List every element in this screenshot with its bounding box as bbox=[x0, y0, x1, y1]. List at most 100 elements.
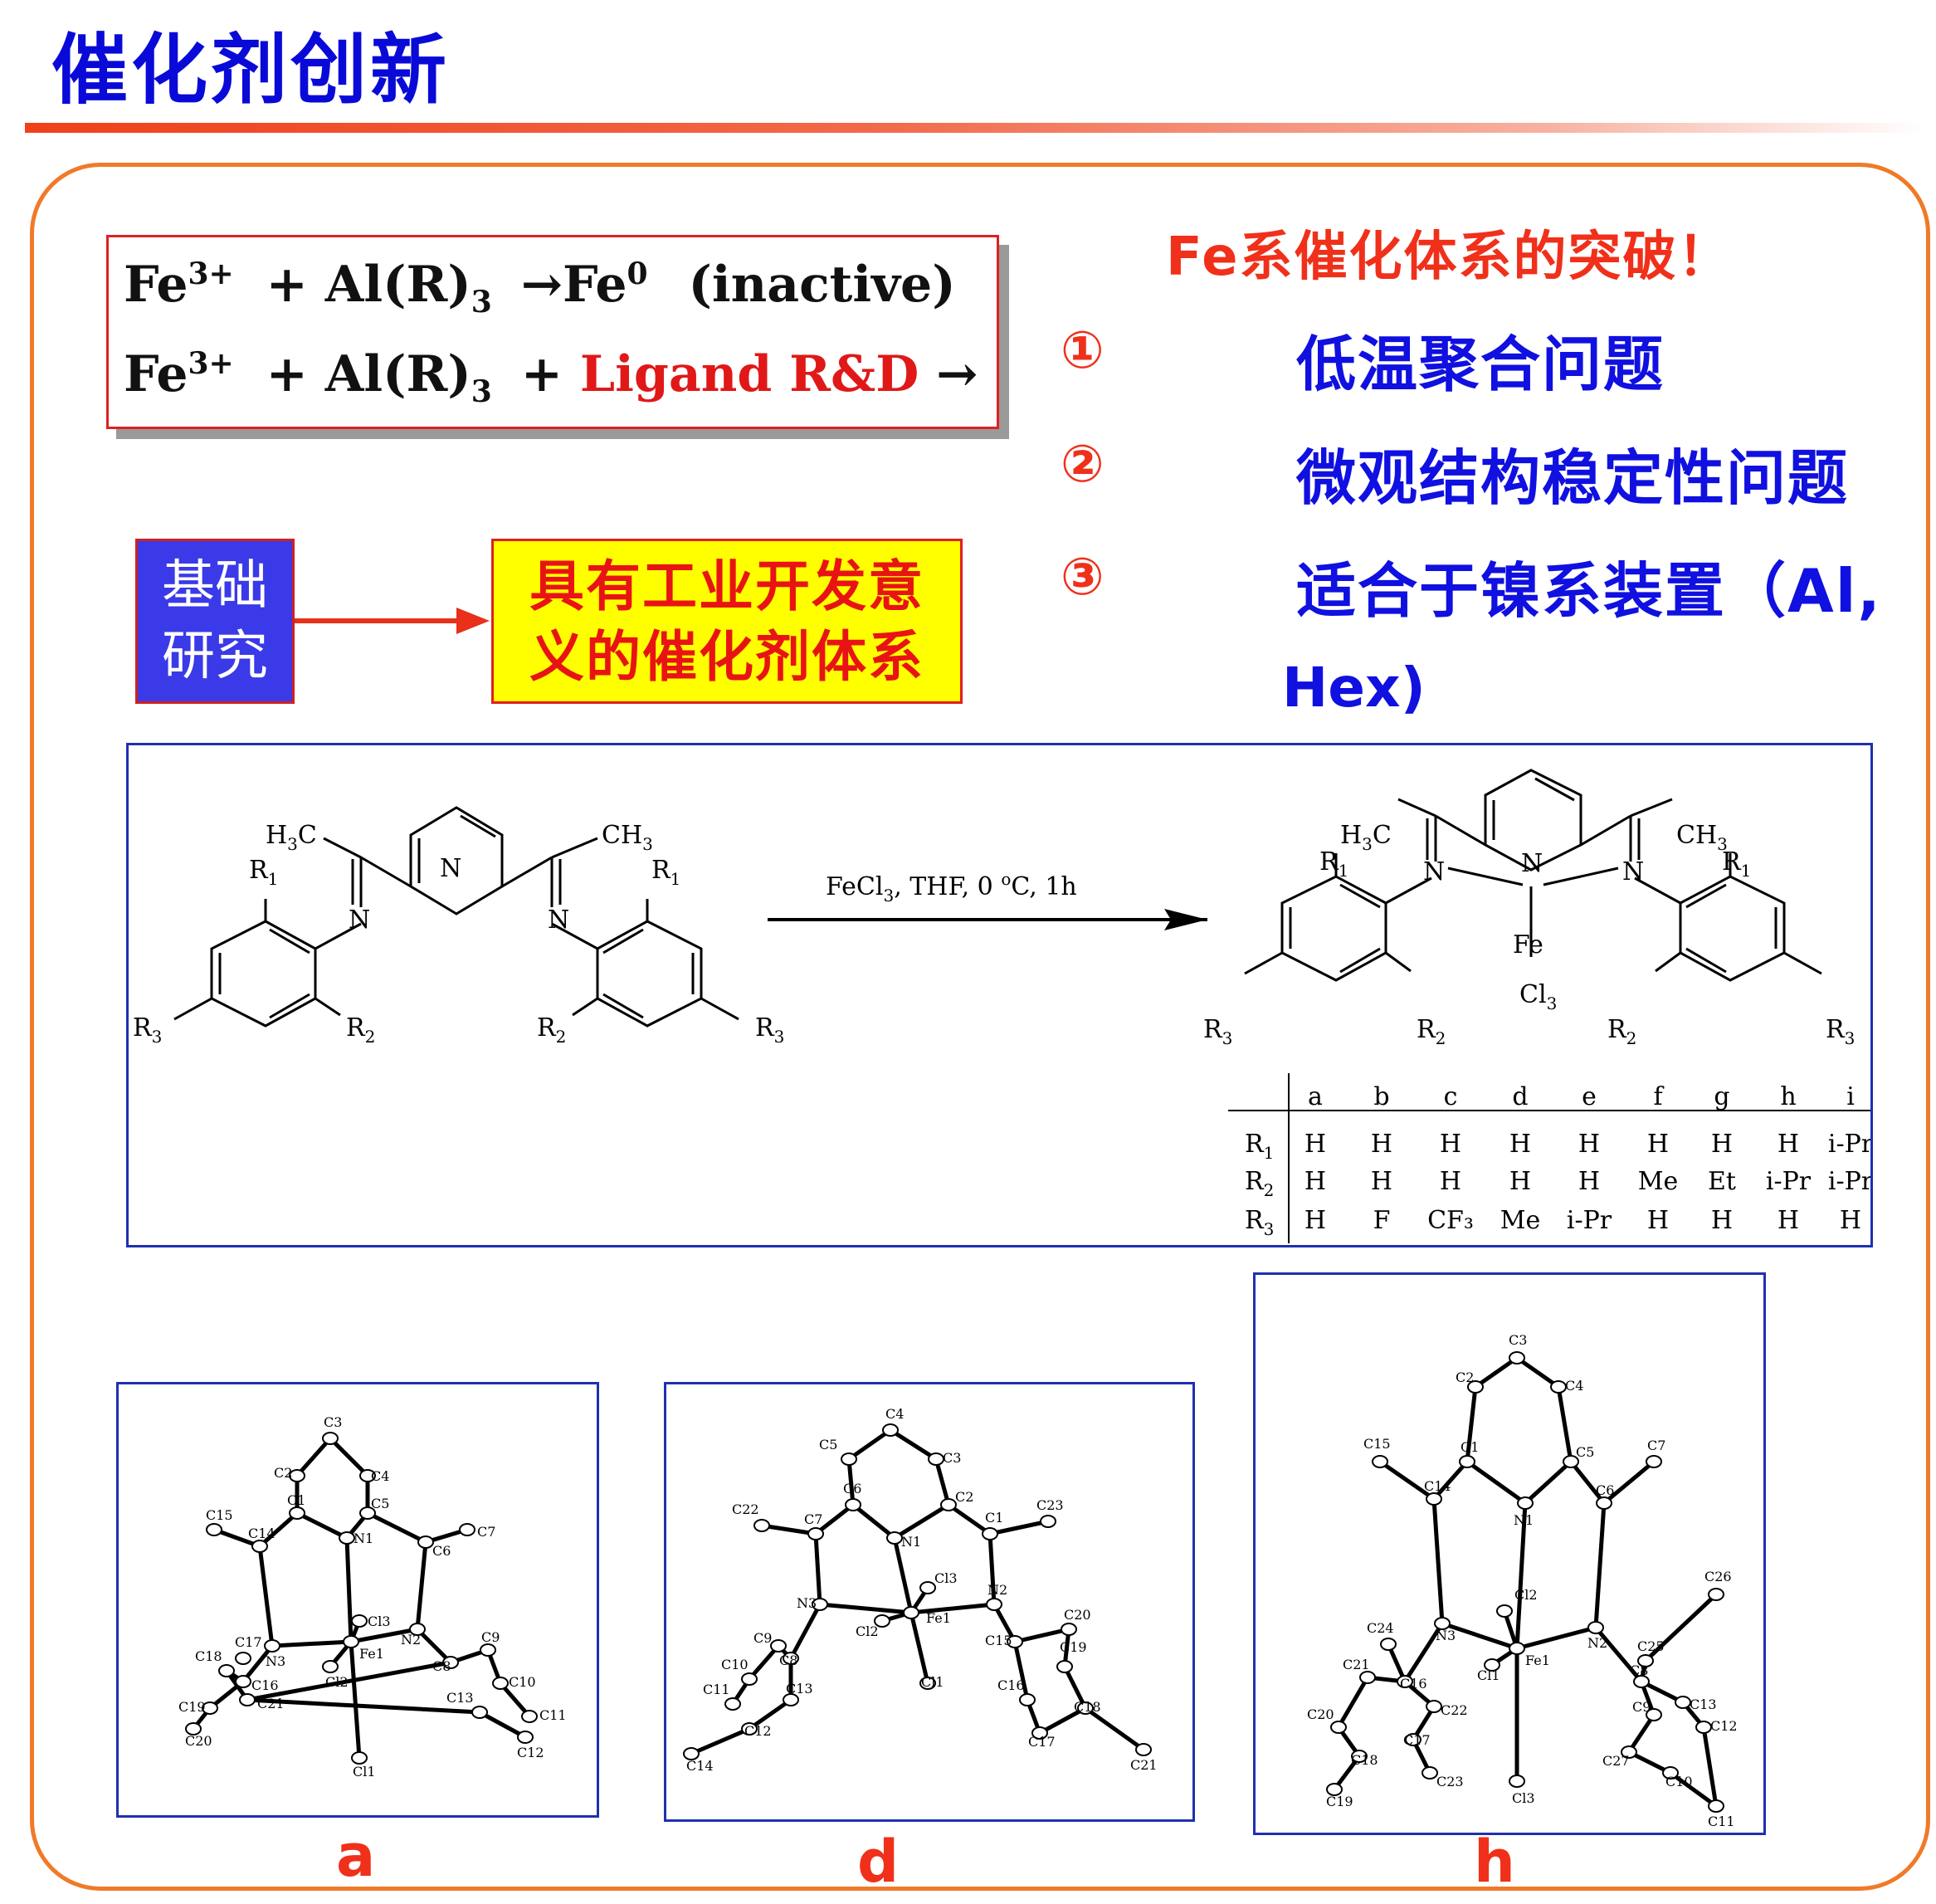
atom-ellipse bbox=[919, 1581, 936, 1594]
atom-ellipse bbox=[1517, 1496, 1534, 1510]
atom-label: Fe1 bbox=[359, 1646, 384, 1662]
atom-label: C20 bbox=[185, 1733, 212, 1749]
bond bbox=[1465, 1386, 1478, 1462]
bond bbox=[992, 1603, 1017, 1643]
ligand-n-left: N bbox=[349, 906, 370, 935]
complex-n-pyridine: N bbox=[1521, 849, 1543, 878]
bond bbox=[344, 1537, 354, 1643]
equation-1: Fe3+ + Al(R)3 →Fe0 (inactive) bbox=[124, 256, 956, 320]
atom-label: C2 bbox=[274, 1465, 292, 1481]
atom-label: C8 bbox=[432, 1658, 451, 1674]
atom-label: C16 bbox=[997, 1677, 1025, 1693]
atom-ellipse bbox=[1695, 1721, 1712, 1734]
atom-ellipse bbox=[289, 1506, 305, 1520]
atom-ellipse bbox=[1509, 1351, 1525, 1365]
atom-ellipse bbox=[1351, 1750, 1368, 1763]
atom-label: C11 bbox=[1708, 1814, 1735, 1829]
bond bbox=[819, 1602, 912, 1615]
bond bbox=[1593, 1502, 1607, 1628]
atom-ellipse bbox=[459, 1523, 475, 1536]
complex-ch3: CH3 bbox=[1676, 821, 1728, 854]
bond bbox=[910, 1602, 995, 1615]
bond bbox=[257, 1545, 275, 1647]
table-column-header: h bbox=[1780, 1082, 1796, 1111]
table-cell: H bbox=[1840, 1206, 1861, 1235]
bond bbox=[1014, 1627, 1070, 1644]
ligand-r3-right: R3 bbox=[755, 1013, 784, 1047]
complex-structure bbox=[1244, 769, 1822, 982]
atom-label: C23 bbox=[1036, 1497, 1064, 1513]
bond bbox=[989, 1519, 1049, 1536]
atom-ellipse bbox=[1484, 1658, 1500, 1672]
item-2-text: 微观结构稳定性问题 bbox=[1296, 443, 1850, 513]
complex-r2-right: R2 bbox=[1607, 1015, 1636, 1048]
arrow-right-icon bbox=[295, 608, 490, 634]
eq2-plus: + bbox=[520, 345, 563, 403]
atom-ellipse bbox=[807, 1527, 824, 1540]
bond bbox=[889, 1428, 938, 1462]
table-cell: H bbox=[1711, 1206, 1733, 1235]
atom-label: C4 bbox=[1565, 1378, 1583, 1394]
atom-label: C21 bbox=[1343, 1657, 1370, 1672]
eq2-reagent-sub: 3 bbox=[471, 374, 492, 409]
bond bbox=[241, 1644, 274, 1683]
atom-ellipse bbox=[741, 1722, 758, 1736]
bond bbox=[1378, 1459, 1436, 1501]
bond bbox=[847, 1428, 892, 1462]
bond bbox=[1569, 1460, 1606, 1505]
bond bbox=[1474, 1355, 1519, 1389]
eq1-fe: Fe bbox=[124, 256, 188, 314]
atom-ellipse bbox=[1637, 1654, 1654, 1667]
table-cell: H bbox=[1647, 1206, 1669, 1235]
atom-ellipse bbox=[1372, 1455, 1388, 1468]
bond bbox=[295, 1437, 332, 1477]
bond bbox=[1084, 1706, 1145, 1752]
atom-ellipse bbox=[940, 1498, 957, 1511]
atom-label: C15 bbox=[985, 1633, 1012, 1648]
reaction-conditions: FeCl3, THF, 0 oC, 1h bbox=[826, 869, 1077, 906]
atom-label: C20 bbox=[1064, 1607, 1091, 1623]
atom-ellipse bbox=[471, 1706, 488, 1719]
bond bbox=[1602, 1460, 1656, 1505]
bond bbox=[893, 1502, 950, 1540]
atom-ellipse bbox=[1061, 1623, 1077, 1636]
table-cell: H bbox=[1778, 1130, 1799, 1159]
atom-ellipse bbox=[1056, 1660, 1073, 1673]
eq2-reagent: + Al(R) bbox=[266, 345, 471, 403]
reaction-scheme-drawing: FeCl3, THF, 0 oC, 1h N N N H3C CH3 R1 R1… bbox=[133, 769, 1874, 1243]
basic-research-line2: 研究 bbox=[162, 626, 268, 687]
atom-ellipse bbox=[264, 1639, 280, 1653]
atom-ellipse bbox=[517, 1731, 534, 1744]
atom-ellipse bbox=[492, 1677, 509, 1690]
complex-r3-left: R3 bbox=[1203, 1015, 1232, 1048]
table-cell: Me bbox=[1638, 1167, 1678, 1196]
bond bbox=[909, 1612, 930, 1684]
atom-label: C19 bbox=[1326, 1794, 1353, 1809]
table-cell: H bbox=[1509, 1130, 1531, 1159]
bond bbox=[366, 1511, 427, 1545]
bond bbox=[1336, 1676, 1370, 1729]
atom-ellipse bbox=[741, 1672, 758, 1686]
atom-ellipse bbox=[409, 1623, 426, 1636]
page-title: 催化剂创新 bbox=[51, 26, 451, 115]
table-column-header: a bbox=[1308, 1082, 1323, 1111]
atom-ellipse bbox=[1040, 1515, 1056, 1528]
aryl-ring-c-right bbox=[1679, 875, 1786, 982]
bond bbox=[1012, 1641, 1030, 1701]
bond-lines bbox=[1333, 1355, 1719, 1809]
atom-ellipse bbox=[874, 1614, 890, 1628]
basic-research-box: 基础 研究 bbox=[135, 539, 295, 704]
atom-ellipse bbox=[351, 1614, 368, 1628]
atom-ellipse bbox=[1330, 1721, 1347, 1734]
atom-label: C2 bbox=[1456, 1369, 1474, 1385]
atom-label: C6 bbox=[432, 1543, 451, 1559]
atom-label: N1 bbox=[901, 1534, 921, 1550]
atom-label: Cl2 bbox=[325, 1674, 349, 1690]
atom-label: C12 bbox=[1710, 1718, 1738, 1734]
crystal-label-h: h bbox=[1474, 1828, 1515, 1896]
atom-label: C8 bbox=[1630, 1662, 1648, 1678]
atom-ellipse bbox=[1646, 1455, 1662, 1468]
atom-label: C6 bbox=[843, 1481, 861, 1496]
atom-label: C17 bbox=[1028, 1734, 1056, 1750]
atom-ellipse bbox=[1326, 1783, 1343, 1796]
